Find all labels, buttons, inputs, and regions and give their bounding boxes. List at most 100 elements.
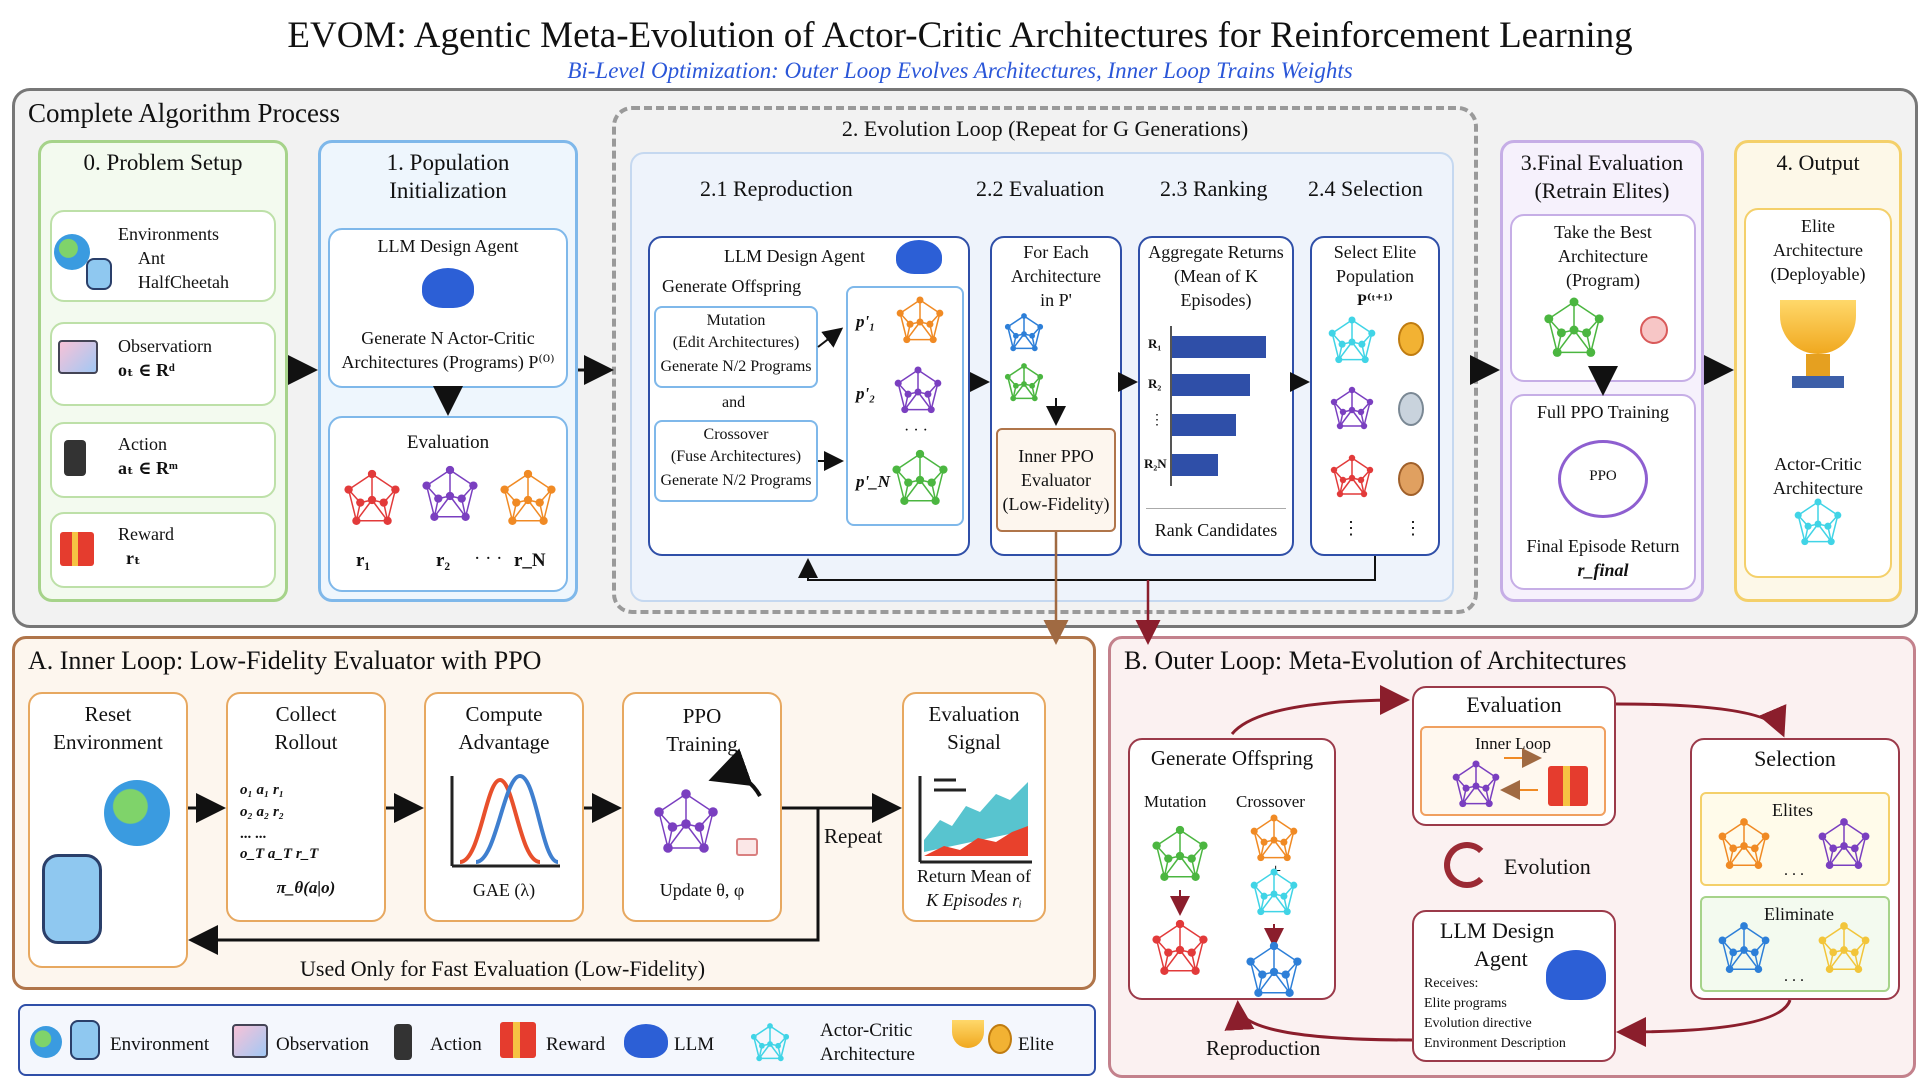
rollout-row-4: o_T a_T r_T bbox=[240, 846, 319, 862]
network-icon bbox=[1328, 316, 1376, 364]
population-init-title-1: 1. Population bbox=[386, 150, 510, 175]
network-icon bbox=[892, 449, 948, 505]
final-eval-title-2: (Retrain Elites) bbox=[1534, 178, 1670, 203]
rollout-row-3: ... ... bbox=[240, 826, 267, 842]
legend-elite: Elite bbox=[1018, 1034, 1054, 1055]
earth-icon bbox=[30, 1026, 62, 1058]
network-icon bbox=[344, 469, 400, 525]
bronze-medal-icon bbox=[1398, 462, 1424, 496]
mutation-box bbox=[654, 306, 818, 388]
process-title: Complete Algorithm Process bbox=[28, 98, 340, 128]
arrow-repeat-loop bbox=[188, 808, 820, 955]
init-generate-1: Generate N Actor-Critic bbox=[361, 328, 535, 348]
network-icon bbox=[422, 465, 478, 521]
trophy-icon bbox=[952, 1020, 984, 1048]
sel-dots-2: ⋮ bbox=[1404, 518, 1422, 538]
rank-candidates: Rank Candidates bbox=[1154, 520, 1278, 540]
mutation-generate: Generate N/2 Programs bbox=[660, 358, 812, 375]
outer-agent-1: LLM Design bbox=[1440, 918, 1555, 943]
agg-1: Aggregate Returns bbox=[1148, 242, 1284, 262]
env-halfcheetah: HalfCheetah bbox=[138, 272, 229, 292]
page-title: EVOM: Agentic Meta-Evolution of Actor-Cr… bbox=[287, 15, 1633, 56]
env-ant: Ant bbox=[138, 248, 165, 268]
sel-1: Select Elite bbox=[1333, 242, 1417, 262]
reward-label: Reward bbox=[118, 524, 174, 544]
collect-rollout-box bbox=[226, 692, 386, 922]
trophy-base bbox=[1792, 376, 1844, 388]
medal-icon bbox=[1640, 316, 1668, 344]
legend-environment: Environment bbox=[110, 1034, 210, 1055]
rank-bar-1 bbox=[1172, 336, 1266, 358]
rank-dots: ⋮ bbox=[1150, 413, 1164, 428]
silver-medal-icon bbox=[1398, 392, 1424, 426]
ppo-backprop-arrow bbox=[708, 748, 762, 798]
inner-ppo-1: Inner PPO bbox=[1018, 446, 1094, 466]
network-icon bbox=[654, 789, 718, 853]
receives-label: Receives: bbox=[1424, 976, 1479, 991]
legend-ac-2: Architecture bbox=[820, 1044, 915, 1065]
reward-math: rₜ bbox=[126, 548, 141, 568]
receives-2: Evolution directive bbox=[1424, 1016, 1532, 1031]
offspring-dots: · · · bbox=[904, 422, 928, 439]
advantage-1: Compute bbox=[465, 702, 543, 726]
output-elite-2: Architecture bbox=[1773, 240, 1863, 260]
outer-loop-title: B. Outer Loop: Meta-Evolution of Archite… bbox=[1124, 646, 1627, 675]
sel-3: P⁽ᵗ⁺¹⁾ bbox=[1357, 292, 1393, 309]
init-r1: r₁ bbox=[356, 550, 371, 571]
inner-ppo-3: (Low-Fidelity) bbox=[1002, 494, 1110, 514]
network-icon bbox=[1246, 941, 1302, 997]
repro-agent-label: LLM Design Agent bbox=[724, 246, 865, 266]
network-icon bbox=[1330, 454, 1374, 498]
legend-observation: Observation bbox=[276, 1034, 369, 1055]
mutation-desc: (Edit Architectures) bbox=[672, 334, 800, 351]
evaluation-title: 2.2 Evaluation bbox=[976, 176, 1105, 201]
gift-icon bbox=[1548, 766, 1588, 806]
arrow-selection-to-agent bbox=[1616, 999, 1792, 1047]
outer-gen-offspring: Generate Offspring bbox=[1150, 746, 1314, 770]
agg-2: (Mean of K bbox=[1174, 266, 1258, 286]
network-icon bbox=[1250, 814, 1298, 862]
legend-ac-1: Actor-Critic bbox=[820, 1020, 913, 1041]
observation-icon bbox=[232, 1024, 268, 1058]
arrow-eval-to-selection bbox=[1615, 702, 1787, 738]
eval-signal-2: Signal bbox=[947, 730, 1001, 754]
action-box bbox=[50, 422, 276, 498]
and-label: and bbox=[722, 394, 746, 411]
output-elite-3: (Deployable) bbox=[1770, 264, 1866, 284]
crossover-box bbox=[654, 420, 818, 502]
rank-bar-2 bbox=[1172, 374, 1250, 396]
network-icon bbox=[1330, 386, 1374, 430]
network-icon bbox=[1250, 868, 1298, 916]
ppo-label: PPO bbox=[1589, 468, 1617, 484]
population-init-title-2: Initialization bbox=[389, 178, 507, 203]
robot-arm-icon bbox=[394, 1024, 412, 1060]
init-dots: · · · bbox=[474, 548, 503, 569]
full-ppo-label: Full PPO Training bbox=[1536, 402, 1670, 422]
robot-arm-icon bbox=[64, 440, 86, 476]
robot-icon bbox=[42, 854, 102, 944]
update-label: Update θ, φ bbox=[659, 880, 745, 900]
arrow-feedback-loop bbox=[798, 556, 1376, 581]
network-icon bbox=[500, 469, 556, 525]
network-icon bbox=[1152, 919, 1208, 975]
policy-label: π_θ(a|o) bbox=[276, 878, 336, 897]
final-return-math: r_final bbox=[1577, 560, 1629, 580]
mutation-label: Mutation bbox=[706, 312, 766, 329]
legend-action: Action bbox=[430, 1034, 482, 1055]
init-agent-label: LLM Design Agent bbox=[377, 236, 519, 256]
evaluation-signal-chart bbox=[918, 776, 1032, 864]
final-eval-title-1: 3.Final Evaluation bbox=[1520, 150, 1684, 175]
sel-dots-1: ⋮ bbox=[1342, 518, 1360, 538]
init-rN: r_N bbox=[514, 550, 546, 571]
action-math: aₜ ∈ Rᵐ bbox=[118, 458, 178, 478]
selection-title: 2.4 Selection bbox=[1308, 176, 1423, 201]
robot-icon bbox=[70, 1020, 100, 1060]
take-best-2: Architecture bbox=[1558, 246, 1648, 266]
output-ac-1: Actor-Critic bbox=[1774, 454, 1862, 474]
rollout-row-1: o₁ a₁ r₁ bbox=[240, 782, 285, 798]
rank-R2N: R₂N bbox=[1144, 456, 1167, 471]
network-icon bbox=[1004, 313, 1044, 352]
reproduction-label: Reproduction bbox=[1206, 1036, 1321, 1060]
sel-2: Population bbox=[1335, 266, 1414, 286]
